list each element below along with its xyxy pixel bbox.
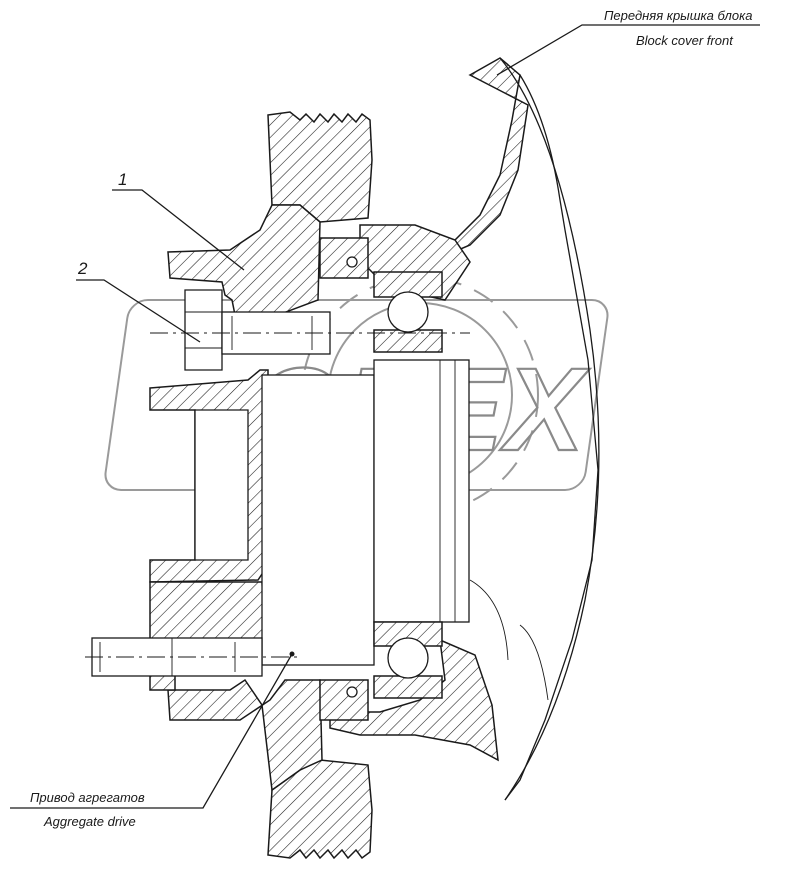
callout-block-cover: Передняя крышка блока Block cover front bbox=[496, 8, 760, 76]
bolt bbox=[150, 289, 470, 371]
label-block-cover-ru: Передняя крышка блока bbox=[604, 8, 752, 23]
label-block-cover-en: Block cover front bbox=[636, 33, 734, 48]
drive-shaft bbox=[261, 359, 470, 666]
seal-lower bbox=[319, 679, 369, 721]
callout-number-2: 2 bbox=[77, 259, 88, 278]
pulley-hub bbox=[149, 111, 373, 860]
callout-aggregate-drive: Привод агрегатов Aggregate drive bbox=[10, 651, 295, 829]
bearing-lower bbox=[373, 621, 443, 699]
callout-number-1: 1 bbox=[118, 170, 127, 189]
label-aggregate-drive-ru: Привод агрегатов bbox=[30, 790, 145, 805]
callout-part-2: 2 bbox=[76, 259, 201, 343]
label-aggregate-drive-en: Aggregate drive bbox=[43, 814, 136, 829]
callout-part-1: 1 bbox=[112, 170, 245, 271]
bearing-upper bbox=[373, 271, 443, 353]
stud bbox=[85, 637, 300, 677]
seal-upper bbox=[319, 237, 369, 279]
